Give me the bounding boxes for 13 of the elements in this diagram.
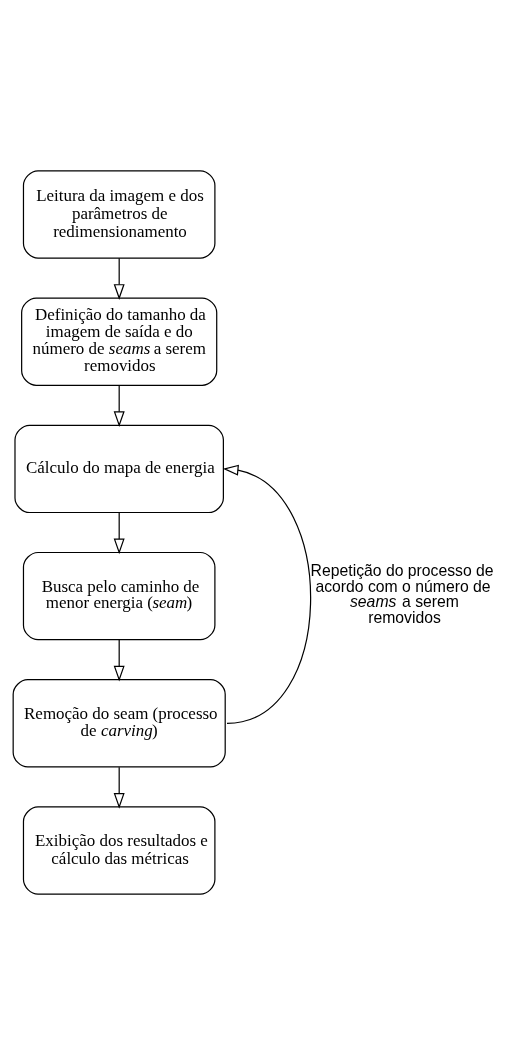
arrow: [113, 384, 125, 427]
node-box: Definição do tamanho da imagem de saída e do número de seams a serem removidos: [21, 296, 218, 386]
arrow: [113, 766, 125, 809]
edge-label: Repetição do processo de acordo com o número de seams a serem removidos: [310, 561, 494, 626]
node-box: Leitura da imagem e dos parâmetros de redimensionamento: [22, 169, 216, 259]
node-box: Exibição dos resultados e cálculo das métricas: [22, 805, 216, 895]
arrow: [113, 511, 125, 554]
arrow: [113, 638, 125, 682]
node-box: Busca pelo caminho de menor energia (seam): [22, 551, 216, 640]
node-box: Remoção do seam (processo de carving): [12, 678, 226, 768]
arrow: [113, 257, 125, 300]
node-box: Cálculo do mapa de energia: [14, 424, 224, 513]
arrow: [222, 464, 312, 724]
